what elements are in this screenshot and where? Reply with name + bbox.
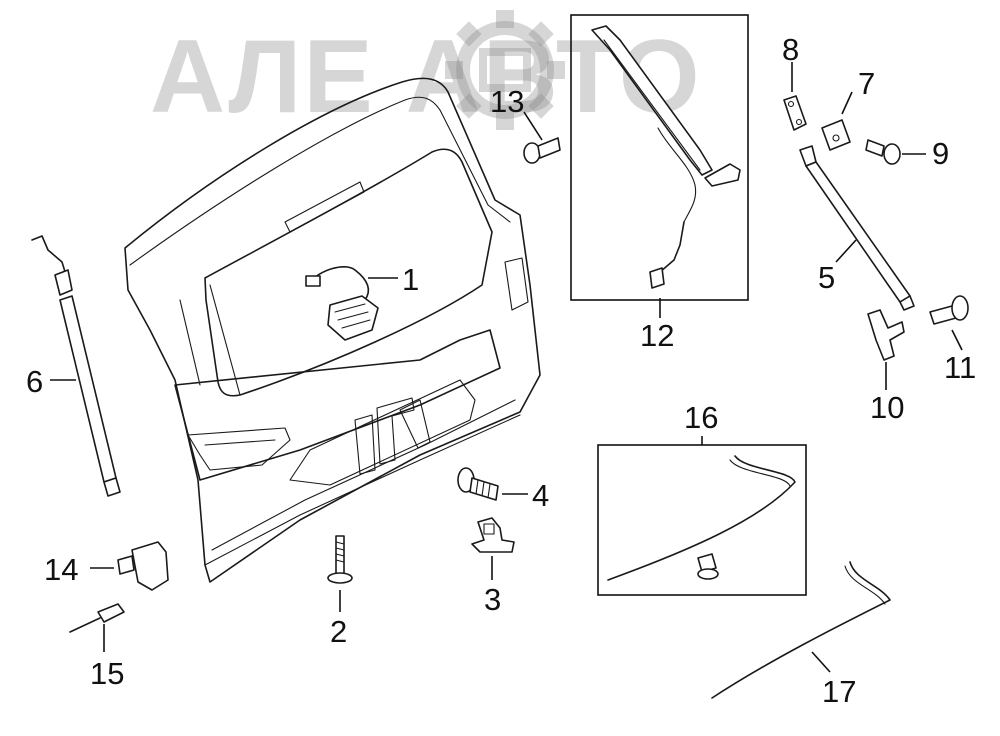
part-striker-3 <box>471 517 515 553</box>
callout-10: 10 <box>870 390 904 425</box>
part-clip-13 <box>523 137 561 164</box>
part-lock-actuator <box>117 541 169 591</box>
callout-labels: 1 2 3 4 5 6 7 8 9 10 11 12 13 14 15 16 1… <box>26 32 976 709</box>
part-bracket-7 <box>821 119 851 151</box>
part-ball-stud-10 <box>867 309 905 361</box>
part-bolt-9 <box>865 139 901 165</box>
callout-14: 14 <box>44 552 78 587</box>
callout-11: 11 <box>944 350 976 385</box>
part-weatherstrip-17 <box>711 561 891 699</box>
callout-4: 4 <box>532 478 549 513</box>
watermark-logo: АЛЕ АВТО <box>150 10 702 135</box>
part-washer-hose <box>591 25 741 289</box>
part-wiring-harness <box>305 266 379 341</box>
callout-7: 7 <box>858 66 875 101</box>
part-bolt-2 <box>327 535 353 584</box>
callout-3: 3 <box>484 582 501 617</box>
part-bolt-15 <box>69 603 125 633</box>
part-bolt-11 <box>929 295 969 325</box>
part-gas-strut-right <box>799 145 915 311</box>
callout-12: 12 <box>640 318 674 353</box>
leader-lines <box>50 62 963 673</box>
callout-1: 1 <box>402 262 419 297</box>
callout-16: 16 <box>684 400 718 435</box>
callout-9: 9 <box>932 136 949 171</box>
part-bolt-4 <box>457 467 499 501</box>
callout-8: 8 <box>782 32 799 67</box>
part-gas-strut-left <box>31 235 121 497</box>
callout-5: 5 <box>818 260 835 295</box>
callout-13: 13 <box>490 84 524 119</box>
callout-2: 2 <box>330 614 347 649</box>
watermark-text: АЛЕ АВТО <box>150 19 702 135</box>
liftgate-panel <box>124 77 541 583</box>
callout-15: 15 <box>90 656 124 691</box>
callout-6: 6 <box>26 364 43 399</box>
callout-17: 17 <box>822 674 856 709</box>
part-bracket-8 <box>783 95 807 131</box>
part-weatherstrip-16 <box>607 455 796 581</box>
